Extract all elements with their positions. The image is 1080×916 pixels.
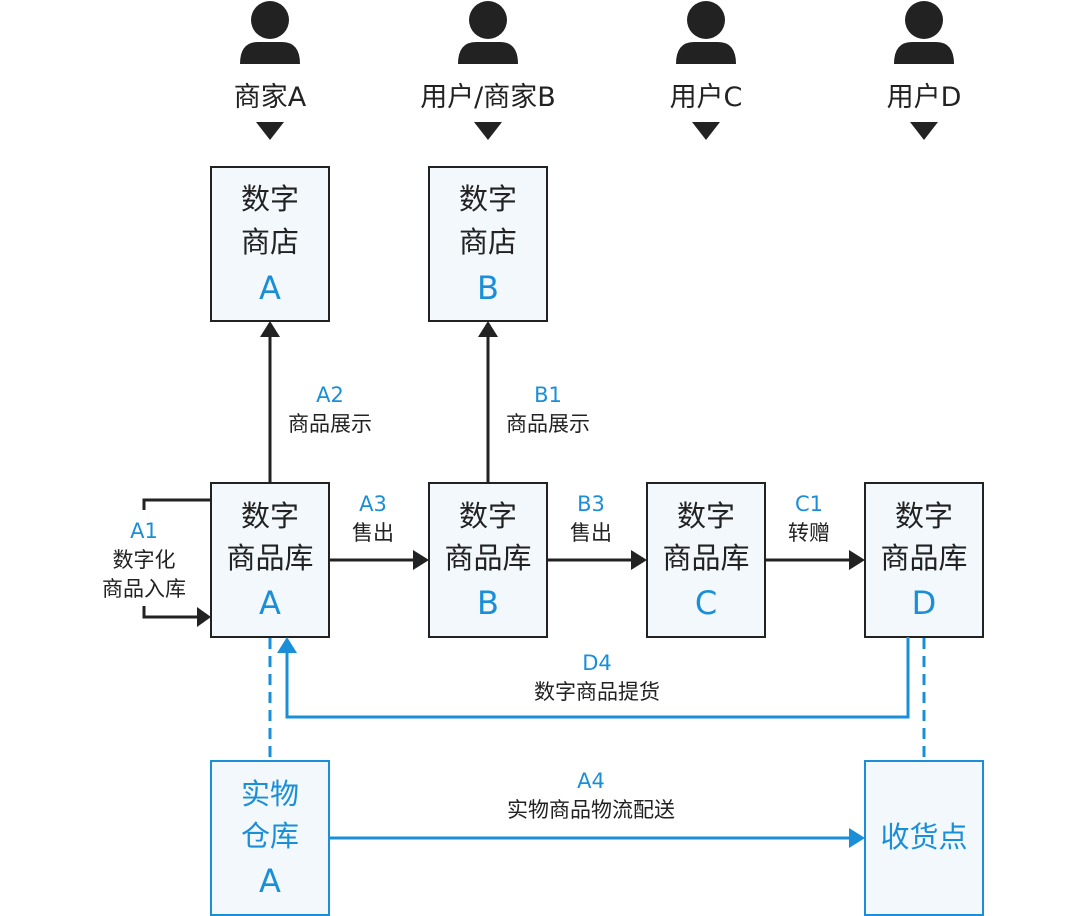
arrowhead-right-icon (849, 828, 865, 848)
step-code-a1: A1 (130, 519, 158, 543)
digital-store-b: 数字 商店 B (428, 166, 548, 322)
triangle-down-icon (256, 122, 284, 140)
triangle-down-icon (474, 122, 502, 140)
warehouse-letter: A (259, 584, 281, 622)
step-code-c1: C1 (795, 492, 823, 516)
step-text-a1-line1: 数字化 (113, 548, 176, 572)
physical-warehouse-letter: A (259, 862, 281, 900)
arrowhead-up-icon (478, 321, 498, 337)
warehouse-line2: 商品库 (226, 541, 313, 575)
arrowhead-up-icon (260, 321, 280, 337)
actor-user-d: 用户D (887, 1, 962, 140)
store-box (210, 166, 330, 322)
physical-warehouse-a: 实物 仓库 A (210, 760, 330, 916)
arrowhead-right-icon (197, 607, 211, 627)
step-code-b1: B1 (534, 383, 562, 407)
step-text-d4: 数字商品提货 (534, 680, 660, 704)
arrowhead-right-icon (631, 550, 647, 570)
step-text-c1: 转赠 (788, 521, 830, 545)
arrow-b1 (478, 321, 498, 483)
step-text-b3: 售出 (570, 521, 612, 545)
pickup-point-box (864, 760, 984, 916)
warehouse-line2: 商品库 (880, 541, 967, 575)
person-icon (458, 1, 518, 64)
step-text-a4: 实物商品物流配送 (507, 798, 675, 822)
physical-warehouse-line1: 实物 (241, 777, 299, 811)
step-text-a2: 商品展示 (288, 412, 372, 436)
warehouse-box (646, 482, 766, 638)
arrowhead-right-icon (413, 550, 429, 570)
step-text-b1: 商品展示 (506, 412, 590, 436)
store-line1: 数字 (459, 182, 517, 216)
digital-store-a: 数字 商店 A (210, 166, 330, 322)
actor-user-c: 用户C (670, 1, 743, 140)
arrowhead-up-icon (277, 637, 297, 653)
warehouse-line1: 数字 (677, 499, 735, 533)
store-line1: 数字 (241, 182, 299, 216)
actor-name: 用户/商家B (420, 82, 556, 113)
pickup-point: 收货点 (864, 760, 984, 916)
store-letter: B (477, 269, 499, 307)
person-icon (676, 1, 736, 64)
store-line2: 商店 (241, 225, 299, 259)
arrow-a2 (260, 321, 280, 483)
arrow-c1 (765, 550, 865, 570)
warehouse-box (428, 482, 548, 638)
actor-name: 商家A (234, 82, 307, 113)
warehouse-line2: 商品库 (444, 541, 531, 575)
arrow-a3 (329, 550, 429, 570)
pickup-point-label: 收货点 (880, 820, 967, 854)
warehouse-line1: 数字 (459, 499, 517, 533)
step-code-a3: A3 (359, 492, 387, 516)
step-code-d4: D4 (582, 651, 612, 675)
actor-name: 用户D (887, 82, 962, 113)
step-code-a4: A4 (577, 769, 605, 793)
store-line2: 商店 (459, 225, 517, 259)
warehouse-line2: 商品库 (662, 541, 749, 575)
step-text-a1-line2: 商品入库 (102, 577, 186, 601)
digital-warehouse-a: 数字 商品库 A (210, 482, 330, 638)
person-icon (894, 1, 954, 64)
arrow-d4 (277, 637, 910, 719)
arrow-b3 (547, 550, 647, 570)
person-icon (240, 1, 300, 64)
actor-merchant-a: 商家A (234, 1, 307, 140)
digital-warehouse-c: 数字 商品库 C (646, 482, 766, 638)
physical-warehouse-line2: 仓库 (241, 819, 299, 853)
warehouse-letter: D (912, 584, 937, 622)
actor-user-merchant-b: 用户/商家B (420, 1, 556, 140)
digital-warehouse-d: 数字 商品库 D (864, 482, 984, 638)
arrow-a4 (329, 828, 865, 848)
warehouse-letter: C (695, 584, 717, 622)
arrowhead-right-icon (849, 550, 865, 570)
triangle-down-icon (692, 122, 720, 140)
step-code-a2: A2 (316, 383, 344, 407)
warehouse-box (864, 482, 984, 638)
warehouse-box (210, 482, 330, 638)
step-text-a3: 售出 (352, 521, 394, 545)
warehouse-line1: 数字 (241, 499, 299, 533)
store-box (428, 166, 548, 322)
arrow-a1-loop (142, 498, 211, 627)
triangle-down-icon (910, 122, 938, 140)
digital-warehouse-b: 数字 商品库 B (428, 482, 548, 638)
warehouse-line1: 数字 (895, 499, 953, 533)
actor-name: 用户C (670, 82, 743, 113)
warehouse-letter: B (477, 584, 499, 622)
step-code-b3: B3 (577, 492, 605, 516)
store-letter: A (259, 269, 281, 307)
